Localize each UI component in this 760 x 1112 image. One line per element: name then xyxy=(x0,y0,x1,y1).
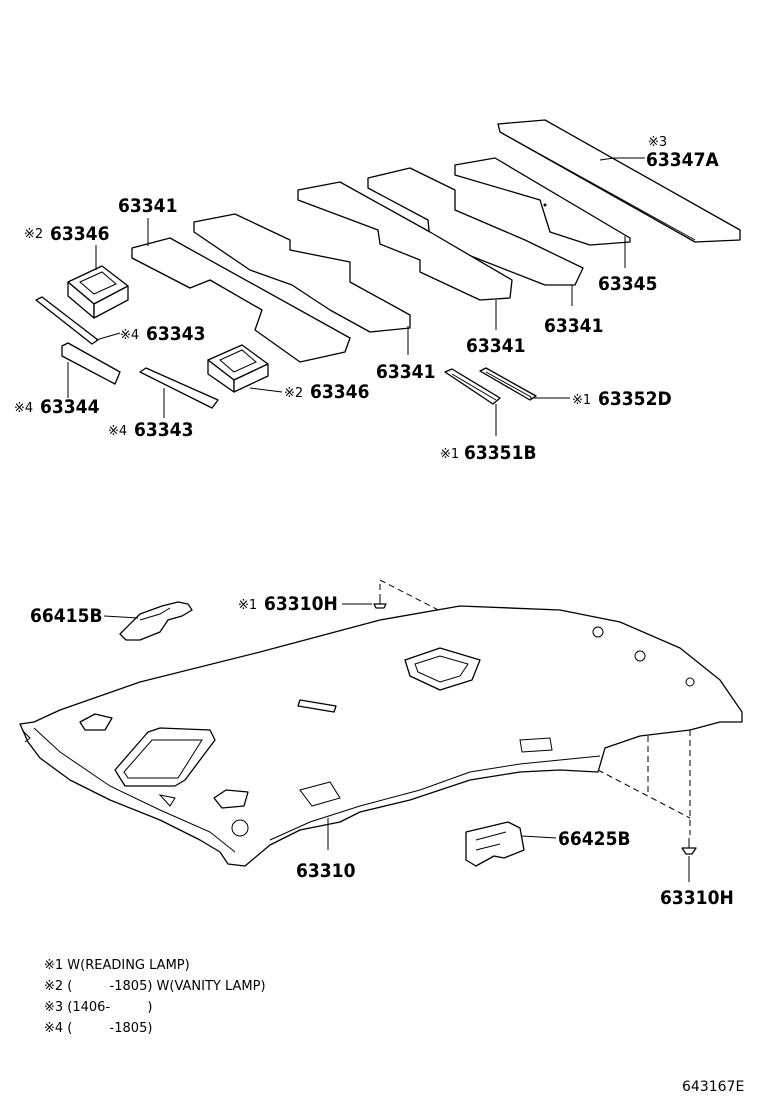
part-63341-front[interactable] xyxy=(131,237,351,363)
label-63341-a[interactable]: 63341 xyxy=(118,195,177,217)
label-63310[interactable]: 63310 xyxy=(296,860,356,882)
mark-63346-b: ※2 xyxy=(284,386,303,401)
label-63343-a[interactable]: 63343 xyxy=(146,323,205,345)
label-63343-b[interactable]: 63343 xyxy=(134,419,193,441)
mark-63346-a: ※2 xyxy=(24,227,43,242)
mark-63347A: ※3 xyxy=(648,135,667,150)
note-1: ※1 W(READING LAMP) xyxy=(44,958,190,973)
part-63347A[interactable] xyxy=(497,119,741,243)
note-2: ※2 ( -1805) W(VANITY LAMP) xyxy=(44,979,266,994)
label-63341-b[interactable]: 63341 xyxy=(544,315,603,337)
part-66425B[interactable] xyxy=(465,821,525,867)
part-63341-right[interactable] xyxy=(367,167,584,286)
mark-63310H-a: ※1 xyxy=(238,598,257,613)
part-63343-upper[interactable] xyxy=(35,296,99,345)
mark-63343-a: ※4 xyxy=(120,328,139,343)
part-63346-upper[interactable] xyxy=(67,265,129,319)
part-63310-headliner[interactable] xyxy=(19,605,743,867)
mark-63351B: ※1 xyxy=(440,447,459,462)
footnotes: ※1 W(READING LAMP) ※2 ( -1805) W(VANITY … xyxy=(44,958,266,1036)
note-3: ※3 (1406- ) xyxy=(44,1000,152,1015)
label-63351B[interactable]: 63351B xyxy=(464,442,537,464)
part-63310H-upper[interactable] xyxy=(373,596,387,609)
part-63310H-lower[interactable] xyxy=(681,838,697,855)
label-63345[interactable]: 63345 xyxy=(598,273,657,295)
label-63310H-a[interactable]: 63310H xyxy=(264,593,338,615)
part-63341-middle[interactable] xyxy=(297,181,513,301)
label-63346-a[interactable]: 63346 xyxy=(50,223,109,245)
label-63346-b[interactable]: 63346 xyxy=(310,381,369,403)
mark-63344: ※4 xyxy=(14,401,33,416)
part-63351B[interactable] xyxy=(444,368,501,405)
mark-63343-b: ※4 xyxy=(108,424,127,439)
part-63352D[interactable] xyxy=(479,367,537,401)
part-63345[interactable] xyxy=(454,157,631,246)
label-63347A[interactable]: 63347A xyxy=(646,149,719,171)
part-63341-left-long[interactable] xyxy=(193,213,411,333)
label-63341-c[interactable]: 63341 xyxy=(466,335,525,357)
label-66425B[interactable]: 66425B xyxy=(558,828,631,850)
label-63310H-b[interactable]: 63310H xyxy=(660,887,734,909)
part-63344[interactable] xyxy=(61,342,121,385)
mark-63352D: ※1 xyxy=(572,393,591,408)
part-63346-lower[interactable] xyxy=(207,344,269,393)
label-63352D[interactable]: 63352D xyxy=(598,388,672,410)
note-4: ※4 ( -1805) xyxy=(44,1021,152,1036)
label-63341-d[interactable]: 63341 xyxy=(376,361,435,383)
part-66415B[interactable] xyxy=(119,601,193,641)
label-63344[interactable]: 63344 xyxy=(40,396,100,418)
figure-id: 643167E xyxy=(682,1079,744,1095)
part-63343-lower[interactable] xyxy=(139,367,219,409)
label-66415B[interactable]: 66415B xyxy=(30,605,103,627)
